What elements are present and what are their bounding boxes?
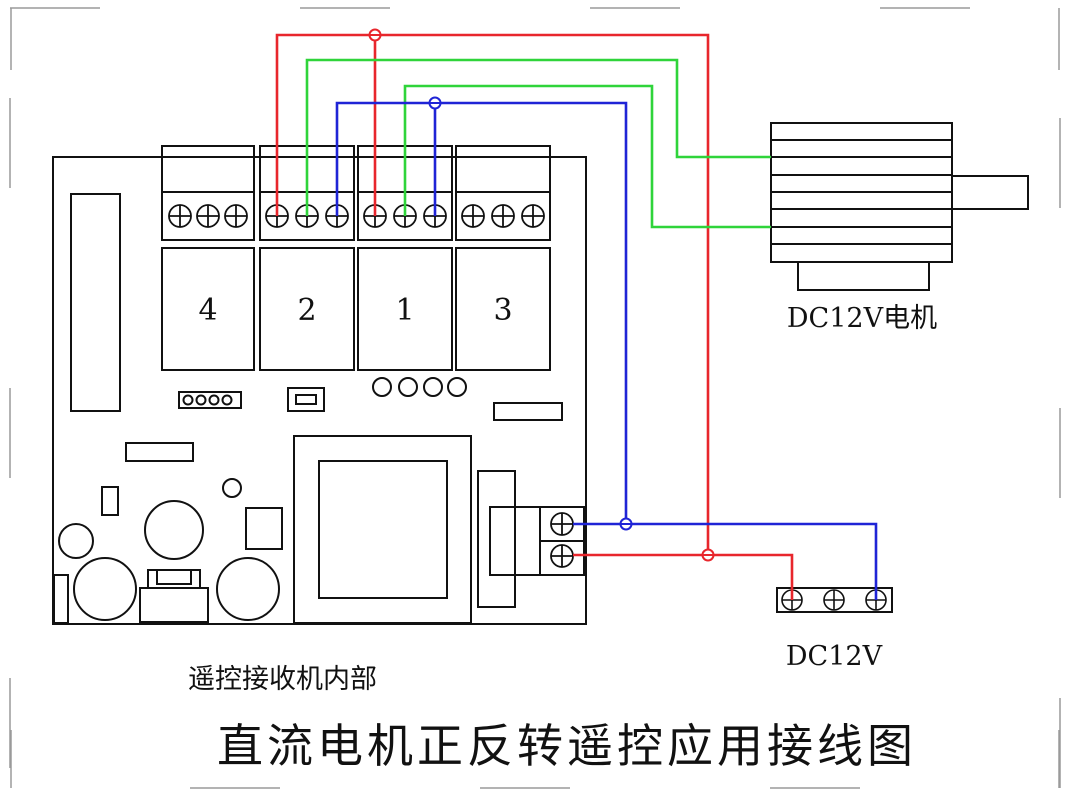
terminal-screws bbox=[168, 204, 545, 228]
wires bbox=[275, 33, 878, 600]
power-supply-label: DC12V bbox=[786, 641, 883, 672]
relay-2 bbox=[259, 247, 355, 371]
receiver-label: 遥控接收机内部 bbox=[188, 664, 377, 695]
screw-icon bbox=[550, 512, 574, 536]
transformer bbox=[293, 435, 472, 624]
chip bbox=[125, 442, 194, 462]
screw-icon bbox=[196, 204, 220, 228]
receiver-board bbox=[52, 145, 587, 625]
motor-label: DC12V电机 bbox=[787, 303, 937, 334]
motor-base bbox=[797, 261, 930, 291]
screw-icon bbox=[521, 204, 545, 228]
relay-3 bbox=[455, 247, 551, 371]
blue-wire bbox=[335, 101, 628, 526]
page-title: 直流电机正反转遥控应用接线图 bbox=[217, 719, 917, 773]
relay-label: 2 bbox=[297, 293, 316, 328]
power-input-screws bbox=[550, 512, 574, 568]
relay-label: 1 bbox=[395, 293, 414, 328]
button-component bbox=[287, 387, 325, 412]
relay-labels: 4 2 1 3 bbox=[198, 293, 512, 328]
junctions bbox=[368, 28, 715, 562]
led bbox=[372, 377, 392, 397]
led bbox=[423, 377, 443, 397]
junction-dot bbox=[368, 28, 382, 42]
screw-icon bbox=[491, 204, 515, 228]
small-components bbox=[101, 377, 563, 550]
red-wire bbox=[275, 33, 710, 557]
terminal-blocks bbox=[161, 145, 551, 241]
long-module bbox=[70, 193, 121, 412]
red-wire bbox=[708, 553, 794, 600]
screw-icon bbox=[168, 204, 192, 228]
motor bbox=[770, 122, 1029, 291]
relay-4 bbox=[161, 247, 255, 371]
relays bbox=[161, 247, 551, 371]
relay-label: 4 bbox=[198, 293, 217, 328]
capacitors bbox=[53, 500, 280, 624]
green-wire bbox=[403, 84, 771, 229]
junction-dot bbox=[619, 517, 633, 531]
green-wire bbox=[305, 58, 771, 216]
relay-1 bbox=[357, 247, 453, 371]
motor-shaft bbox=[951, 175, 1029, 210]
screw-icon bbox=[550, 544, 574, 568]
frame bbox=[9, 7, 1061, 789]
pin-header bbox=[178, 391, 242, 409]
led bbox=[398, 377, 418, 397]
screw-icon bbox=[461, 204, 485, 228]
junction-dot bbox=[701, 548, 715, 562]
power-input-block bbox=[477, 470, 585, 608]
screw-icon bbox=[823, 589, 845, 611]
screw-icon bbox=[224, 204, 248, 228]
led bbox=[447, 377, 467, 397]
relay-label: 3 bbox=[493, 293, 512, 328]
junction-dot bbox=[428, 96, 442, 110]
blue-wire bbox=[626, 522, 878, 600]
chip bbox=[493, 402, 563, 421]
